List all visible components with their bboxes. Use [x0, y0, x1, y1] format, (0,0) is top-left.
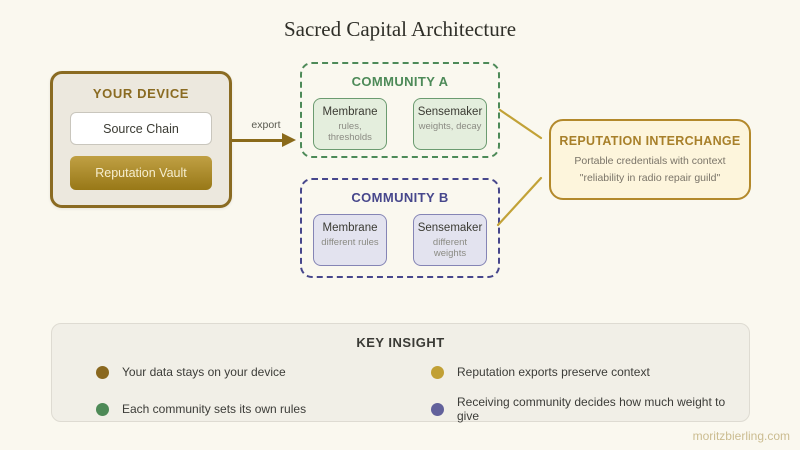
key-insight-title: KEY INSIGHT [356, 335, 445, 350]
membrane-subtitle: rules, thresholds [328, 121, 372, 143]
bullet-dot-icon [96, 365, 109, 379]
community-a-sensemaker-box: Sensemaker weights, decay [413, 98, 487, 150]
community-b-box: COMMUNITY B Membrane different rules Sen… [300, 178, 500, 278]
community-b-sensemaker-box: Sensemaker different weights [413, 214, 487, 266]
sensemaker-title: Sensemaker [417, 106, 483, 118]
membrane-title: Membrane [322, 222, 378, 234]
bullet-dot-icon [431, 365, 444, 379]
community-a-title: COMMUNITY A [351, 74, 449, 89]
page-title: Sacred Capital Architecture [283, 17, 517, 41]
reputation-vault-box: Reputation Vault [70, 156, 212, 190]
community-a-modules: Membrane rules, thresholds Sensemaker we… [302, 98, 498, 150]
your-device-title: YOUR DEVICE [92, 86, 190, 101]
insight-label: Each community sets its own rules [122, 402, 307, 416]
your-device-box: YOUR DEVICE Source Chain Reputation Vaul… [50, 71, 232, 208]
reputation-interchange-title: REPUTATION INTERCHANGE [559, 134, 741, 148]
bullet-dot-icon [96, 402, 109, 416]
community-b-membrane-box: Membrane different rules [313, 214, 387, 266]
reputation-interchange-box: REPUTATION INTERCHANGE Portable credenti… [549, 119, 751, 200]
export-arrow-label: export [251, 119, 281, 131]
key-insight-list: Your data stays on your device Reputatio… [96, 365, 729, 423]
community-b-modules: Membrane different rules Sensemaker diff… [302, 214, 498, 266]
export-arrow-head-icon [282, 133, 296, 147]
interchange-example: "reliability in radio repair guild" [579, 172, 721, 184]
export-arrow-shaft [232, 139, 284, 142]
community-a-box: COMMUNITY A Membrane rules, thresholds S… [300, 62, 500, 158]
insight-label: Reputation exports preserve context [457, 365, 650, 379]
insight-label: Your data stays on your device [122, 365, 286, 379]
watermark: moritzbierling.com [692, 429, 790, 443]
sensemaker-title: Sensemaker [417, 222, 483, 234]
reputation-vault-label: Reputation Vault [95, 166, 187, 180]
list-item: Each community sets its own rules [96, 395, 431, 423]
list-item: Your data stays on your device [96, 365, 431, 379]
source-chain-label: Source Chain [103, 121, 179, 136]
membrane-subtitle: different rules [321, 237, 379, 248]
connector-lines [496, 108, 543, 227]
list-item: Receiving community decides how much wei… [431, 395, 729, 423]
interchange-description: Portable credentials with context [574, 155, 726, 167]
community-b-title: COMMUNITY B [351, 190, 449, 205]
sensemaker-subtitle: different weights [432, 237, 468, 259]
membrane-title: Membrane [322, 106, 378, 118]
bullet-dot-icon [431, 402, 444, 416]
insight-label: Receiving community decides how much wei… [457, 395, 726, 423]
list-item: Reputation exports preserve context [431, 365, 729, 379]
sensemaker-subtitle: weights, decay [418, 121, 482, 132]
community-a-membrane-box: Membrane rules, thresholds [313, 98, 387, 150]
key-insight-panel: KEY INSIGHT Your data stays on your devi… [51, 323, 750, 423]
source-chain-box: Source Chain [70, 112, 212, 145]
